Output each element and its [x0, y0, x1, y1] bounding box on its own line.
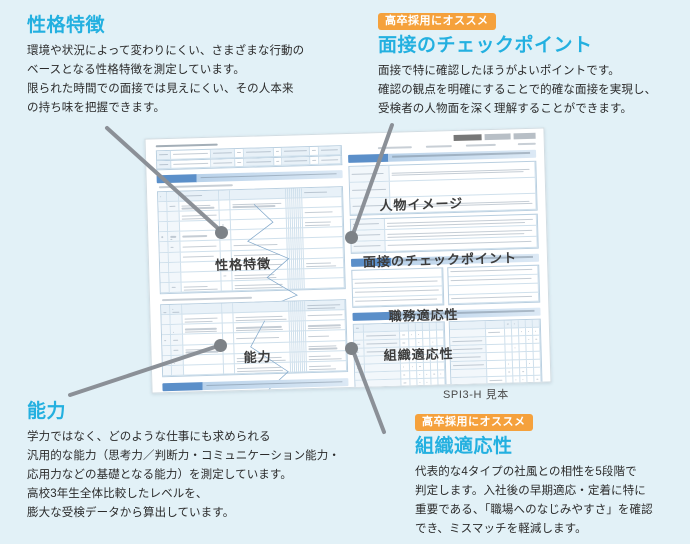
badge-recommended-interview: 高卒採用にオススメ: [378, 13, 496, 30]
connector-dot-personality: [215, 226, 228, 239]
connector-dot-organization: [345, 342, 358, 355]
callout-title-interview: 面接のチェックポイント: [378, 34, 678, 58]
callout-title-ability: 能力: [27, 400, 357, 424]
callout-title-organization: 組織適応性: [415, 435, 690, 459]
callout-interview: 高卒採用にオススメ 面接のチェックポイント 面接で特に確認したほうがよいポイント…: [378, 11, 678, 119]
callout-body-ability: 学力ではなく、どのような仕事にも求められる 汎用的な能力（思考力／判断力・コミュ…: [27, 428, 357, 523]
callout-body-interview: 面接で特に確認したほうがよいポイントです。 確認の観点を明確にすることで的確な面…: [378, 62, 678, 119]
connector-dot-ability: [214, 339, 227, 352]
callout-ability: 能力 学力ではなく、どのような仕事にも求められる 汎用的な能力（思考力／判断力・…: [27, 400, 357, 523]
callout-body-organization: 代表的な4タイプの社風との相性を5段階で 判定します。入社後の早期適応・定着に特…: [415, 463, 690, 539]
callout-personality: 性格特徴 環境や状況によって変わりにくい、さまざまな行動の ベースとなる性格特徴…: [27, 14, 327, 118]
badge-recommended-organization: 高卒採用にオススメ: [415, 414, 533, 431]
connector-line-personality: [107, 128, 222, 232]
callout-organization: 高卒採用にオススメ 組織適応性 代表的な4タイプの社風との相性を5段階で 判定し…: [415, 412, 690, 539]
connector-dot-interview: [345, 231, 358, 244]
callout-body-personality: 環境や状況によって変わりにくい、さまざまな行動の ベースとなる性格特徴を測定して…: [27, 42, 327, 118]
connector-line-interview: [352, 125, 392, 237]
connector-line-ability: [70, 345, 221, 395]
callout-title-personality: 性格特徴: [27, 14, 327, 38]
